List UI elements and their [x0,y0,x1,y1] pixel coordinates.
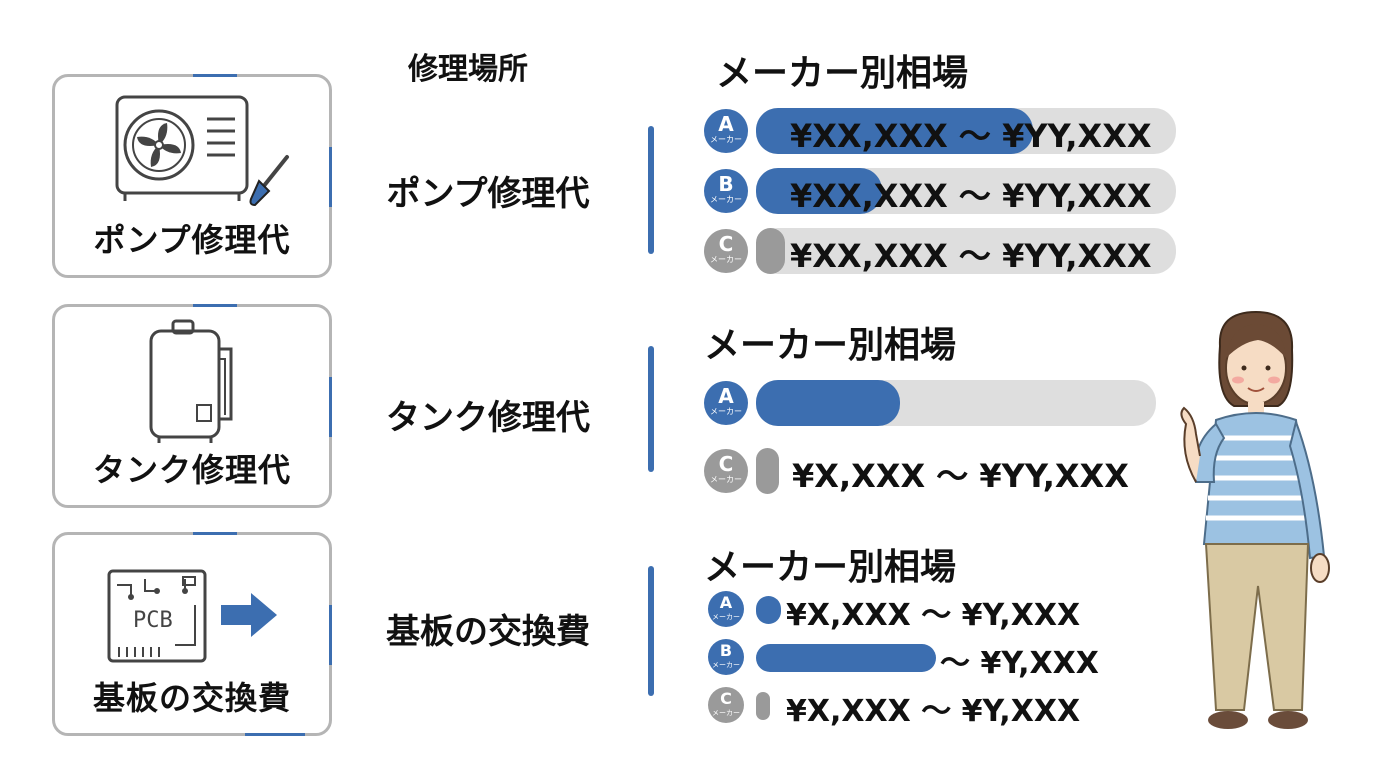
pump-card: ポンプ修理代 [52,74,332,278]
maker-sub-label: メーカー [710,135,742,144]
maker-sub-label: メーカー [712,709,740,717]
price-range-label: 〜 ¥Y,XXX [940,646,1099,681]
price-range-label: ¥XX,XXX 〜 ¥YY,XXX [790,237,1152,275]
bar-fill [756,596,781,624]
bar-fill [756,108,1034,154]
section-label: ポンプ修理代 [386,174,590,214]
card-accent [193,74,237,77]
price-range-label: ¥X,XXX 〜 ¥YY,XXX [792,457,1129,495]
maker-sub-label: メーカー [710,407,742,416]
price-range-label: ¥X,XXX 〜 ¥Y,XXX [786,598,1081,633]
card-title: ポンプ修理代 [93,221,291,259]
maker-letter: C [718,452,734,476]
price-range-label: ¥XX,XXX 〜 ¥YY,XXX [790,117,1152,155]
section-divider [648,126,654,254]
water-tank-icon [149,319,233,443]
card-accent [193,304,237,307]
maker-sub-label: メーカー [710,255,742,264]
maker-sub-label: メーカー [712,613,740,621]
section-divider [648,566,654,696]
card-accent [329,377,332,437]
arrow-right-icon [221,593,277,637]
maker-letter: A [718,384,734,408]
bar-fill [756,228,786,274]
section-label: タンク修理代 [386,398,590,438]
card-accent [245,733,305,736]
card-title: 基板の交換費 [92,679,291,717]
card-accent [193,532,237,535]
heat-pump-unit-icon [115,95,289,207]
woman-presenting-icon [1180,310,1330,729]
maker-letter: A [719,593,733,612]
section-label: 基板の交換費 [386,612,590,652]
maker-sub-label: メーカー [710,195,742,204]
market-header: メーカー別相場 [716,53,969,94]
card-accent [329,605,332,665]
maker-letter: B [718,172,734,196]
section-title: メーカー別相場 [704,325,957,366]
section-divider [648,346,654,472]
maker-letter: A [718,112,734,136]
bar-fill [756,448,779,494]
maker-sub-label: メーカー [712,661,740,669]
pcb-label: PCB [133,608,173,633]
pcb-board-icon: PCB [107,569,277,663]
maker-sub-label: メーカー [710,475,742,484]
bar-fill [756,380,900,426]
maker-letter: B [719,641,733,660]
maker-letter: C [720,689,732,708]
bar-fill [756,644,936,672]
card-title: タンク修理代 [92,451,291,489]
maker-letter: C [718,232,734,256]
pcb-card: PCB 基板の交換費 [52,532,332,736]
price-range-label: ¥X,XXX 〜 ¥Y,XXX [786,694,1081,729]
location-header: 修理場所 [408,52,528,87]
section-title: メーカー別相場 [704,547,957,588]
bar-track [756,228,1176,274]
price-range-label: ¥XX,XXX 〜 ¥YY,XXX [790,177,1152,215]
card-accent [329,147,332,207]
tank-card: タンク修理代 [52,304,332,508]
bar-fill [756,168,882,214]
bar-fill [756,692,770,720]
